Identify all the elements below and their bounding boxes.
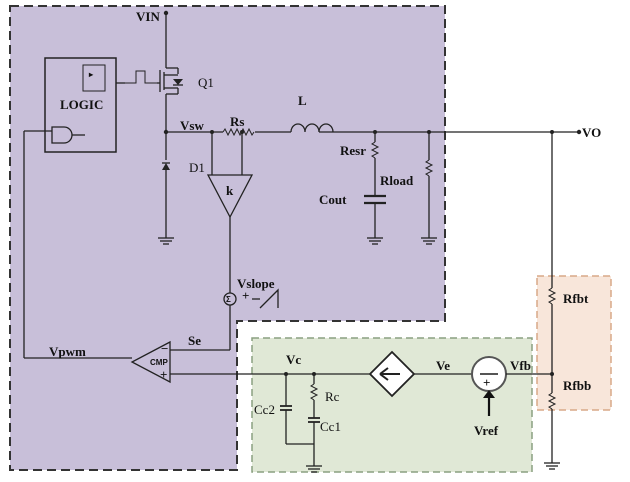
feedback-divider-region bbox=[536, 275, 612, 411]
vslope-plus-sign: + bbox=[242, 288, 249, 303]
svg-text:Σ: Σ bbox=[226, 295, 231, 304]
rload-label: Rload bbox=[380, 173, 414, 188]
rc-label: Rc bbox=[325, 389, 340, 404]
rfbt-resistor bbox=[547, 287, 557, 305]
ramp-icon bbox=[259, 288, 279, 309]
pwm-comparator bbox=[130, 340, 171, 384]
logic-block bbox=[44, 57, 117, 153]
vo-label: VO bbox=[582, 125, 601, 140]
vc-label: Vc bbox=[286, 352, 301, 367]
ve-label: Ve bbox=[436, 358, 450, 373]
cc2-label: Cc2 bbox=[254, 402, 275, 417]
logic-label: LOGIC bbox=[60, 97, 103, 112]
vin-label: VIN bbox=[136, 9, 160, 24]
arrow-left-icon bbox=[379, 367, 400, 381]
rs-label: Rs bbox=[230, 114, 244, 129]
l-label: L bbox=[298, 93, 307, 108]
resr-resistor bbox=[370, 141, 380, 159]
vref-source-plus-sign: + bbox=[483, 375, 490, 390]
arrow-up-icon bbox=[483, 390, 495, 398]
d1-label: D1 bbox=[189, 160, 205, 175]
cout-label: Cout bbox=[319, 192, 347, 207]
gate-pulse-icon bbox=[125, 70, 157, 84]
cc1-label: Cc1 bbox=[320, 419, 341, 434]
q1-mosfet bbox=[159, 67, 183, 95]
sense-amplifier bbox=[206, 174, 254, 219]
rload-resistor bbox=[424, 159, 434, 177]
q1-label: Q1 bbox=[198, 75, 214, 90]
vfb-label: Vfb bbox=[510, 358, 531, 373]
rs-resistor bbox=[222, 127, 255, 137]
vpwm-label: Vpwm bbox=[49, 344, 86, 359]
rc-resistor bbox=[309, 383, 319, 401]
rfbt-label: Rfbt bbox=[563, 291, 589, 306]
resr-label: Resr bbox=[340, 143, 366, 158]
vslope-label: Vslope bbox=[237, 276, 275, 291]
svg-text:▸: ▸ bbox=[88, 70, 94, 79]
cmp-minus-sign: − bbox=[161, 341, 168, 356]
rfbb-resistor bbox=[547, 392, 557, 410]
ground-symbol bbox=[544, 462, 560, 470]
power-stage-region bbox=[9, 5, 446, 471]
vref-label: Vref bbox=[474, 423, 499, 438]
cmp-plus-sign: + bbox=[160, 367, 167, 382]
ground-symbol bbox=[367, 237, 383, 245]
vsw-label: Vsw bbox=[180, 118, 204, 133]
ground-symbol bbox=[158, 237, 174, 245]
cmp-label: CMP bbox=[150, 358, 168, 367]
and-gate-icon bbox=[51, 126, 73, 144]
flipflop-icon bbox=[82, 64, 106, 92]
d1-diode bbox=[162, 162, 170, 170]
ground-symbol bbox=[306, 465, 322, 473]
ground-symbol bbox=[421, 237, 437, 245]
rfbb-label: Rfbb bbox=[563, 378, 591, 393]
k-label: k bbox=[226, 183, 234, 198]
se-label: Se bbox=[188, 333, 201, 348]
